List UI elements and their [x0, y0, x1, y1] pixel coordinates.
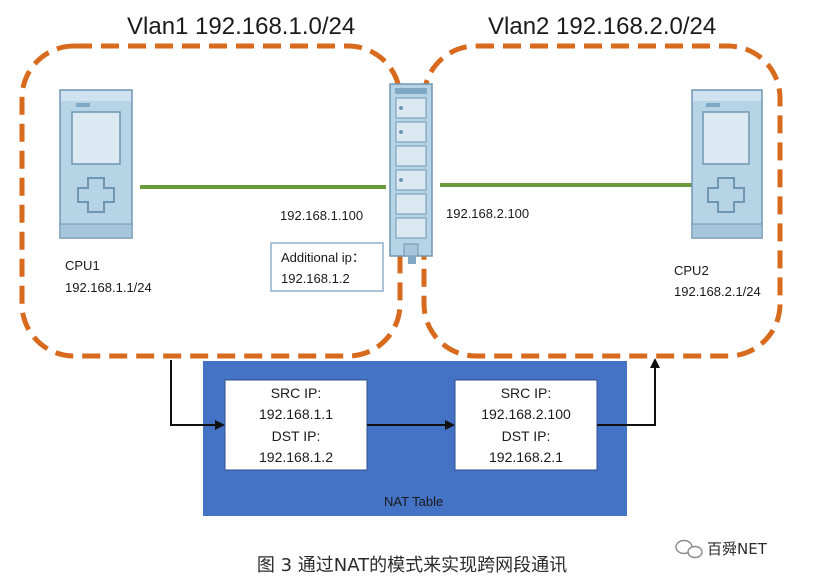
nat-left-dst-label: DST IP: — [272, 428, 321, 444]
flow-arrow-cpu1-to-nat — [170, 360, 225, 430]
cpu2-device — [691, 89, 763, 239]
cpu1-device — [59, 89, 133, 239]
nat-right-src-label: SRC IP: — [501, 385, 552, 401]
additional-ip-label: Additional ip： — [281, 250, 365, 265]
nat-right-dst-ip: 192.168.2.1 — [489, 449, 563, 465]
vlan1-boundary — [19, 43, 403, 359]
cpu2-name: CPU2 — [674, 263, 709, 278]
additional-ip-box — [270, 242, 384, 292]
figure-caption: 图 3 通过NAT的模式来实现跨网段通讯 — [257, 555, 567, 576]
nat-right-dst-label: DST IP: — [502, 428, 551, 444]
flow-arrow-nat-to-cpu2 — [597, 358, 660, 426]
vlan2-label: Vlan2 192.168.2.0/24 — [488, 13, 716, 40]
nat-right-box — [454, 379, 598, 471]
vlan1-label: Vlan1 192.168.1.0/24 — [127, 13, 355, 40]
nat-title: NAT Table — [384, 494, 443, 509]
nat-left-box — [224, 379, 368, 471]
nat-right-src-ip: 192.168.2.100 — [481, 406, 571, 422]
nat-left-src-label: SRC IP: — [271, 385, 322, 401]
switch-device — [389, 83, 433, 264]
switch-right-ip: 192.168.2.100 — [446, 206, 529, 221]
nat-left-src-ip: 192.168.1.1 — [259, 406, 333, 422]
cpu2-ip: 192.168.2.1/24 — [674, 284, 761, 299]
wechat-icon — [675, 539, 703, 559]
nat-left-dst-ip: 192.168.1.2 — [259, 449, 333, 465]
cpu1-name: CPU1 — [65, 258, 100, 273]
additional-ip-value: 192.168.1.2 — [281, 271, 350, 286]
cpu1-ip: 192.168.1.1/24 — [65, 280, 152, 295]
switch-left-ip: 192.168.1.100 — [280, 208, 363, 223]
watermark-text: 百舜NET — [707, 540, 768, 558]
